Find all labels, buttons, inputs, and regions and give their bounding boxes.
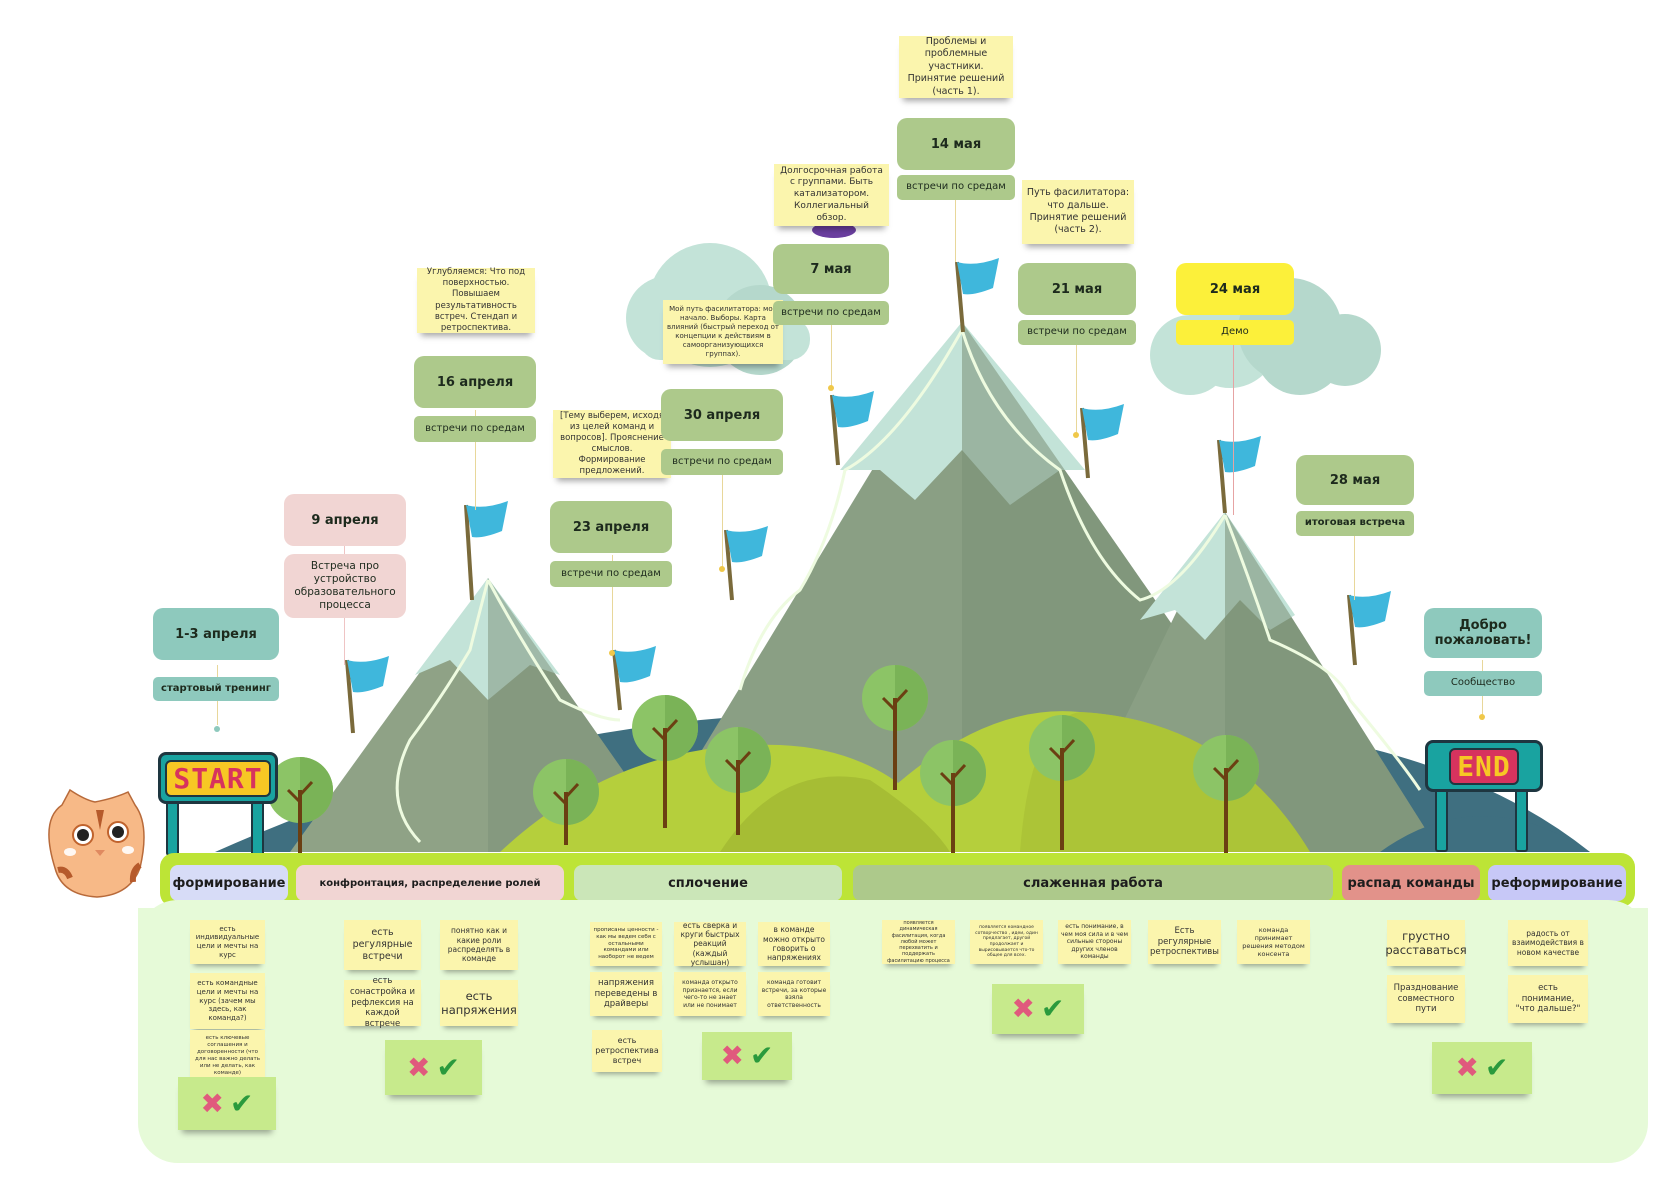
milestone-note: Углубляемся: Что под поверхностью. Повыш… [417, 267, 535, 333]
note[interactable]: есть ключевые соглашения и договоренност… [190, 1030, 265, 1082]
milestone-date[interactable]: 23 апреля [550, 501, 672, 553]
note[interactable]: появляется динамическая фасилитация, ког… [882, 920, 955, 964]
trees [267, 665, 1259, 860]
check-mark-icon: ✔ [1485, 1051, 1509, 1084]
note[interactable]: грустно расставаться [1385, 920, 1467, 966]
milestone-date[interactable]: 16 апреля [414, 356, 536, 408]
note[interactable]: есть регулярные встречи [344, 920, 421, 970]
milestone-subtitle: встречи по средам [414, 416, 536, 442]
milestone-note: Проблемы и проблемные участники. Приняти… [899, 36, 1013, 98]
tree-icon [1029, 715, 1095, 850]
vote-card[interactable]: ✖ ✔ [385, 1040, 482, 1095]
vote-card[interactable]: ✖ ✔ [702, 1032, 792, 1080]
flag-icon [464, 501, 508, 601]
milestone-subtitle: Встреча про устройство образовательного … [284, 554, 406, 618]
milestone-note: [Тему выберем, исходя из целей команд и … [553, 410, 671, 478]
climbing-trails [395, 329, 1422, 844]
flag-icon [345, 656, 389, 734]
cross-mark-icon: ✖ [407, 1050, 431, 1084]
flag-icon [1217, 436, 1261, 514]
start-sign: START [158, 752, 278, 856]
phase-norming[interactable]: сплочение [574, 865, 842, 901]
note[interactable]: есть сонастройка и рефлексия на каждой в… [344, 976, 421, 1029]
flags [345, 258, 1391, 734]
milestone-subtitle: встречи по средам [550, 561, 672, 587]
milestone-date[interactable]: 1-3 апреля [153, 608, 279, 660]
phase-storming[interactable]: конфронтация, распределение ролей [296, 865, 564, 901]
note[interactable]: Есть регулярные ретроспективы [1148, 920, 1221, 964]
phase-adjourning[interactable]: распад команды [1342, 865, 1480, 901]
end-sign: END [1425, 740, 1543, 852]
note[interactable]: прописаны ценности - как мы ведем себя с… [590, 922, 662, 966]
note[interactable]: в команде можно открыто говорить о напря… [758, 922, 830, 966]
flag-icon [724, 526, 768, 601]
note[interactable]: команда готовит встречи, за которые взял… [758, 972, 830, 1016]
phase-reforming[interactable]: реформирование [1488, 865, 1626, 901]
flag-icon [1347, 591, 1391, 666]
end-label: END [1449, 747, 1519, 785]
milestone-date[interactable]: Добро пожаловать! [1424, 608, 1542, 658]
note[interactable]: есть напряжения [440, 980, 518, 1026]
note[interactable]: понятно как и какие роли распределять в … [440, 920, 518, 970]
phase-forming[interactable]: формирование [170, 865, 288, 901]
milestone-date[interactable]: 7 мая [773, 244, 889, 294]
tree-icon [267, 757, 333, 858]
milestone-note: Долгосрочная работа с группами. Быть кат… [774, 164, 889, 226]
milestone-date[interactable]: 9 апреля [284, 494, 406, 546]
note[interactable]: есть понимание, в чем моя сила и в чем с… [1058, 920, 1131, 964]
note[interactable]: есть командные цели и мечты на курс (зач… [190, 973, 265, 1029]
milestone-subtitle: Демо [1176, 320, 1294, 345]
note[interactable]: есть ретроспектива встреч [592, 1030, 662, 1072]
phase-performing[interactable]: слаженная работа [853, 865, 1333, 901]
note[interactable]: напряжения переведены в драйверы [590, 972, 662, 1016]
milestone-date[interactable]: 28 мая [1296, 455, 1414, 505]
tree-icon [705, 727, 771, 835]
vote-card[interactable]: ✖ ✔ [1432, 1042, 1532, 1094]
cross-mark-icon: ✖ [720, 1039, 744, 1072]
tree-icon [1193, 735, 1259, 855]
cross-mark-icon: ✖ [1011, 992, 1035, 1025]
note[interactable]: Празднование совместного пути [1387, 975, 1465, 1023]
note[interactable]: появляется командное сотворчество , идеи… [970, 920, 1043, 964]
flag-icon [830, 391, 874, 466]
cross-mark-icon: ✖ [1455, 1051, 1479, 1084]
milestone-subtitle: Сообщество [1424, 671, 1542, 696]
milestone-subtitle: встречи по средам [897, 175, 1015, 200]
milestone-date[interactable]: 14 мая [897, 118, 1015, 170]
note[interactable]: команда открыто признается, если чего-то… [674, 972, 746, 1016]
flag-icon [612, 646, 656, 711]
milestone-date[interactable]: 21 мая [1018, 263, 1136, 315]
milestone-subtitle: итоговая встреча [1296, 511, 1414, 536]
vote-card[interactable]: ✖ ✔ [178, 1077, 276, 1130]
note[interactable]: команда принимает решения методом консен… [1237, 920, 1310, 964]
milestone-subtitle: встречи по средам [661, 449, 783, 475]
flag-icon [1080, 404, 1124, 479]
tree-icon [632, 695, 698, 828]
note[interactable]: радость от взаимодействия в новом качест… [1508, 920, 1588, 966]
milestone-subtitle: стартовый тренинг [153, 677, 279, 701]
check-mark-icon: ✔ [750, 1039, 774, 1072]
milestone-note: Мой путь фасилитатора: моё начало. Выбор… [663, 300, 783, 364]
milestone-subtitle: встречи по средам [1018, 320, 1136, 345]
tree-icon [862, 665, 928, 790]
check-mark-icon: ✔ [436, 1050, 460, 1084]
check-mark-icon: ✔ [1041, 992, 1065, 1025]
milestone-date[interactable]: 30 апреля [661, 389, 783, 441]
milestone-subtitle: встречи по средам [773, 301, 889, 325]
note[interactable]: есть понимание, "что дальше?" [1508, 975, 1588, 1023]
milestone-note: Путь фасилитатора: что дальше. Принятие … [1022, 180, 1134, 244]
note[interactable]: есть сверка и круги быстрых реакций (каж… [674, 921, 746, 967]
milestone-date[interactable]: 24 мая [1176, 263, 1294, 315]
start-label: START [165, 759, 271, 797]
tree-icon [920, 740, 986, 860]
flag-icon [955, 258, 999, 333]
note[interactable]: есть индивидуальные цели и мечты на курс [190, 920, 265, 964]
tree-icon [533, 759, 599, 845]
vote-card[interactable]: ✖ ✔ [992, 984, 1084, 1034]
cross-mark-icon: ✖ [200, 1086, 224, 1120]
cat-mascot-icon [48, 788, 145, 898]
check-mark-icon: ✔ [230, 1086, 254, 1120]
